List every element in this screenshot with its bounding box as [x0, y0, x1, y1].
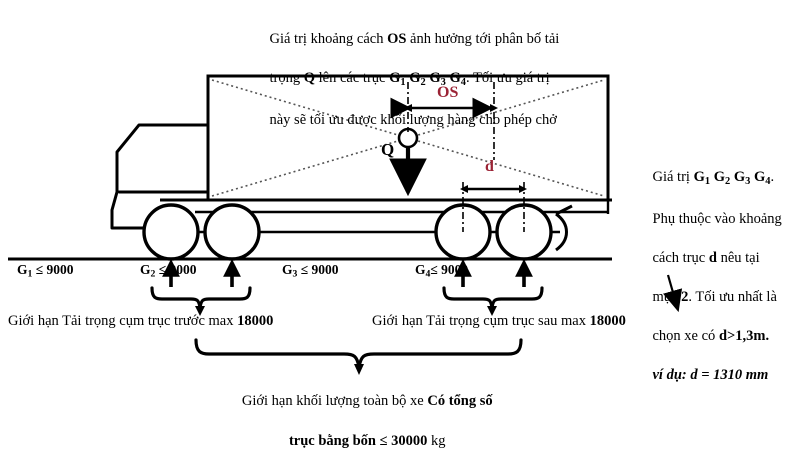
d-dimension-label: d	[485, 158, 494, 175]
right-note-line5: chọn xe có d>1,3m.	[652, 328, 770, 345]
truck-load-diagram	[8, 74, 683, 375]
right-note-line3: cách trục d nêu tại	[652, 250, 760, 267]
diagram-canvas: Giá trị khoảng cách OS ảnh hưởng tới phâ…	[8, 10, 800, 449]
axle-label-g1: G1 ≤ 9000	[17, 262, 74, 280]
axle-arrow-4	[515, 258, 533, 287]
rear-mudflap	[555, 204, 573, 252]
front-group-brace	[150, 286, 252, 316]
total-caption-line2: trục bằng bốn ≤ 30000 kg	[288, 433, 446, 449]
axle-arrow-1	[162, 258, 180, 287]
top-note-paragraph: Giá trị khoảng cách OS ảnh hưởng tới phâ…	[255, 10, 627, 150]
os-dimension	[390, 82, 498, 160]
axle-arrow-2	[223, 258, 241, 287]
right-note-line2: Phụ thuộc vào khoảng	[652, 211, 782, 228]
axle-label-g2: G2 ≤ 9000	[140, 262, 197, 280]
rear-axle-group-caption: Giới hạn Tải trọng cụm trục sau max 1800…	[372, 313, 626, 329]
axle-label-g3: G3 ≤ 9000	[282, 262, 339, 280]
front-axle-group-caption: Giới hạn Tải trọng cụm trục trước max 18…	[8, 313, 274, 329]
q-force-label: Q	[381, 140, 395, 159]
axle-label-g4: G4≤ 9000	[415, 262, 469, 280]
right-note-line4: mục 2. Tối ưu nhất là	[652, 289, 777, 306]
load-centroid	[389, 127, 427, 197]
wheel-axle-2	[203, 203, 261, 261]
right-note-pointer-arrow	[663, 274, 683, 313]
rear-group-brace	[442, 286, 544, 316]
axle-arrow-3	[454, 258, 472, 287]
d-dimension	[460, 182, 527, 232]
top-note-line1: Giá trị khoảng cách OS ảnh hưởng tới phâ…	[269, 30, 560, 47]
top-note-line2: trọng Q lên các trục G1 G2 G3 G4. Tối ưu…	[269, 69, 550, 88]
top-note-line3: này sẽ tối ưu được khối lượng hàng cho p…	[269, 112, 557, 129]
axle-reaction-arrows	[162, 258, 533, 287]
right-note-paragraph: Giá trị G1 G2 G3 G4. Phụ thuộc vào khoản…	[638, 148, 800, 405]
right-note-line1: Giá trị G1 G2 G3 G4.	[652, 168, 775, 187]
os-dimension-label: OS	[437, 84, 459, 101]
right-note-example: ví dụ: d = 1310 mm	[652, 367, 769, 384]
total-weight-brace	[194, 338, 523, 375]
total-caption-line1: Giới hạn khối lượng toàn bộ xe Có tổng s…	[241, 393, 493, 409]
total-weight-caption: Giới hạn khối lượng toàn bộ xe Có tổng s…	[150, 371, 570, 471]
wheel-axle-1	[142, 203, 200, 261]
